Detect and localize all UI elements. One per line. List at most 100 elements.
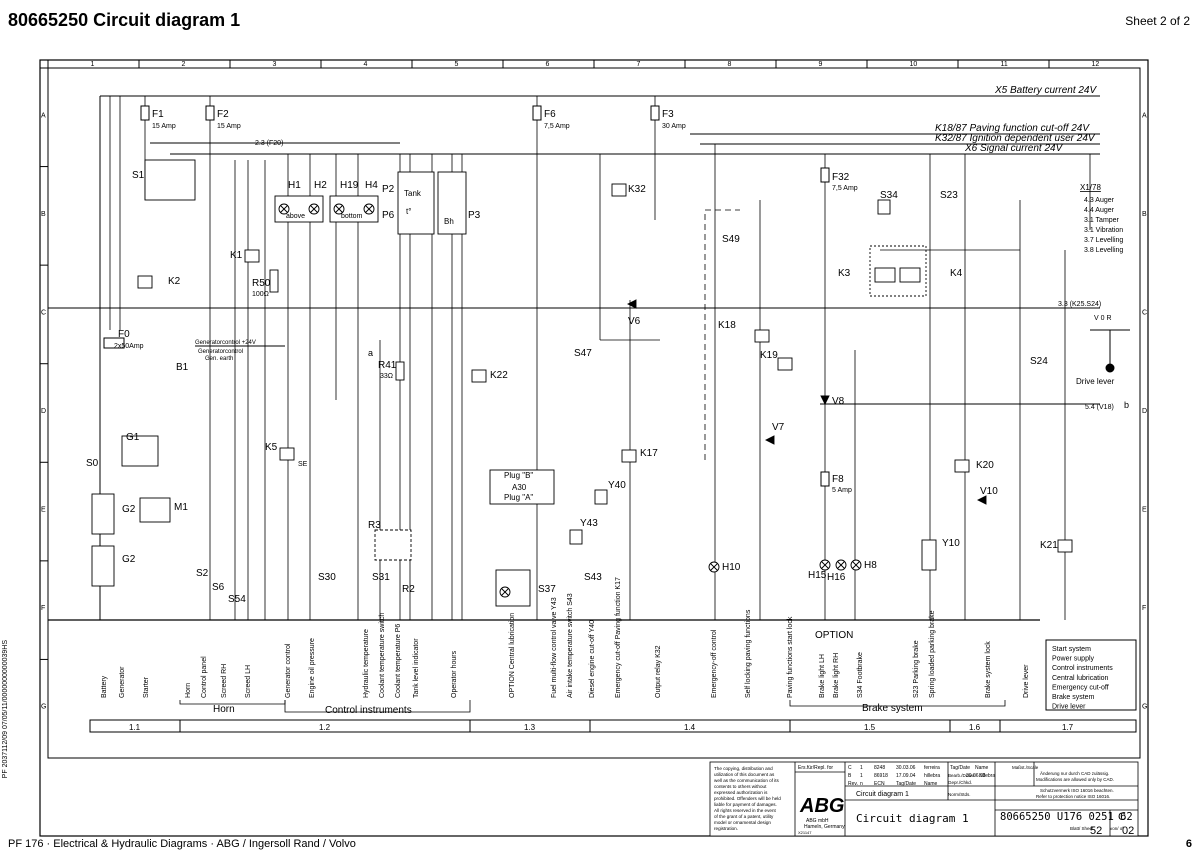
row-label-left: D: [41, 408, 46, 415]
rev-cell: hillebra: [924, 773, 940, 779]
rating-f1: 15 Amp: [152, 123, 176, 130]
column-label: 1: [91, 61, 95, 68]
label-v7: V7: [772, 422, 785, 433]
relay-group-k3-k4: [869, 245, 927, 297]
column-label: 7: [637, 61, 641, 68]
label-s49: S49: [722, 234, 740, 245]
label-deg: t°: [406, 207, 411, 216]
label-y10: Y10: [942, 538, 960, 549]
rail-signal: X6 Signal current 24V: [964, 143, 1064, 154]
bottom-label: Paving functions start lock: [787, 616, 794, 698]
rev-cell: 30.03.06: [896, 765, 916, 771]
fuses: F1 15 Amp F2 15 Amp F6 7,5 Amp F3 30 Amp…: [103, 105, 858, 494]
label-a30: A30: [512, 483, 527, 492]
label-r50_val: 100Ω: [252, 291, 269, 298]
rating-f32: 7,5 Amp: [832, 185, 858, 192]
ref-33: 3.3 (K25.S24): [1058, 301, 1101, 308]
sheet-count: 02: [1122, 825, 1134, 837]
label-r41_val: 33Ω: [380, 373, 393, 380]
section-label: 1.5: [864, 723, 876, 732]
row-label-right: E: [1142, 507, 1147, 514]
row-label-right: A: [1142, 112, 1147, 119]
revision: C: [1118, 811, 1126, 823]
rating-f6: 7,5 Amp: [544, 123, 570, 130]
row-label-left: A: [41, 112, 46, 119]
copyright-line: model or ornamental design: [714, 820, 771, 825]
legend-item: Start system: [1052, 646, 1091, 653]
rev-cell: 86918: [874, 773, 888, 779]
copyright-line: of the grant of a patent, utility: [714, 814, 774, 819]
label-drive_lever: Drive lever: [1076, 377, 1115, 386]
bottom-label: Emergency cut-off Paving function K17: [615, 577, 622, 698]
label-h8: H8: [864, 560, 877, 571]
rev-cell: 8248: [874, 765, 885, 771]
rail-paving: K18/87 Paving function cut-off 24V: [935, 123, 1090, 134]
cad-note: Änderung nur durch CAD zulässig.: [1040, 770, 1109, 776]
ref-23: 2.3 (F20): [255, 140, 283, 147]
checked-label: Gepr./Chkd.: [948, 780, 972, 785]
copyright-line: prohibited. Offenders will be held: [714, 796, 781, 801]
row-label-right: F: [1142, 605, 1146, 612]
replaces-label: Ers.für/Repl. for: [798, 765, 833, 771]
fuse-f8: [820, 471, 830, 487]
label-s37: S37: [538, 584, 556, 595]
date-header: Tag/Date: [950, 765, 970, 771]
rating-f2: 15 Amp: [217, 123, 241, 130]
rev-cell: 1: [860, 765, 863, 771]
diode-v10: [976, 495, 987, 505]
label-above: above: [286, 213, 305, 220]
legend-item: Central lubrication: [1052, 675, 1109, 682]
row-label-right: D: [1142, 408, 1147, 415]
name-header: Name: [975, 765, 989, 771]
x178-title: X1/78: [1080, 183, 1101, 192]
label-s23: S23: [940, 190, 958, 201]
section-label: 1.6: [969, 723, 981, 732]
lamp-cross: [821, 561, 829, 569]
label-bottom: bottom: [341, 213, 363, 220]
label-k32: K32: [628, 184, 646, 195]
section-bar: [89, 719, 1137, 733]
diode-v8: [820, 395, 830, 406]
label-f0: F0: [118, 329, 130, 340]
label-h4: H4: [365, 180, 378, 191]
page-title: 80665250 Circuit diagram 1: [8, 10, 241, 30]
label-plug_b: Plug "B": [504, 471, 533, 480]
description: Circuit diagram 1: [856, 812, 969, 825]
bottom-label: Spring loaded parking brake: [929, 610, 936, 698]
bottom-label: Hydraulic temperature: [363, 629, 370, 698]
relay-k3: [874, 267, 896, 283]
column-label: 9: [819, 61, 823, 68]
row-label-left: E: [41, 507, 46, 514]
label-s43: S43: [584, 572, 602, 583]
lamp-cross: [501, 588, 509, 596]
lamp-cross: [310, 205, 318, 213]
label-v10: V10: [980, 486, 998, 497]
copyright-line: contents to others without: [714, 784, 767, 789]
sheet-number: 52: [1090, 825, 1102, 837]
label-f2: F2: [217, 109, 229, 120]
label-s54: S54: [228, 594, 246, 605]
label-k20: K20: [976, 460, 994, 471]
legend-item: Power supply: [1052, 656, 1095, 663]
module-a30: [489, 469, 555, 505]
relay-k19: [777, 357, 793, 371]
rev-cell: 1: [860, 773, 863, 779]
label-y43: Y43: [580, 518, 598, 529]
bottom-label: Coolant temperature switch: [379, 613, 386, 698]
label-gen_ctrl: Generatorcontrol +24V: [195, 340, 256, 346]
label-k2: K2: [168, 276, 181, 287]
scale-label: Maßst./Scale: [1012, 765, 1039, 770]
bottom-label: S34 Footbrake: [857, 652, 864, 698]
column-label: 11: [1001, 61, 1008, 68]
legend-item: Control instruments: [1052, 665, 1113, 672]
label-f3: F3: [662, 109, 674, 120]
label-s1: S1: [132, 170, 145, 181]
label-plug_a: Plug "A": [504, 493, 533, 502]
label-k17: K17: [640, 448, 658, 459]
lamp-cross: [335, 205, 343, 213]
label-k1: K1: [230, 250, 243, 261]
valve-y43: [569, 529, 583, 545]
